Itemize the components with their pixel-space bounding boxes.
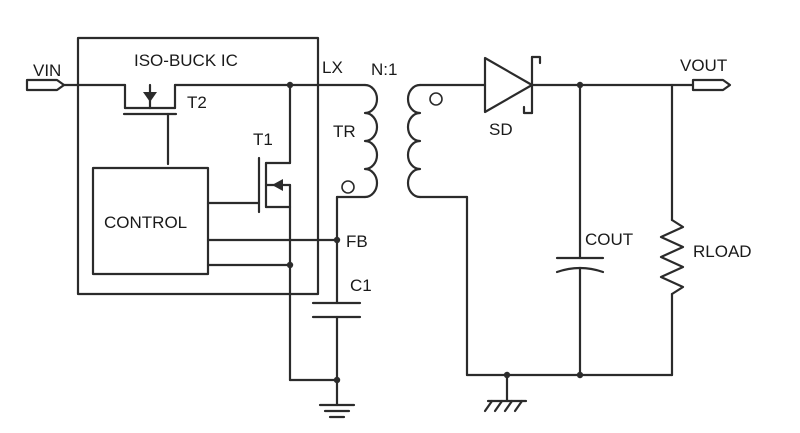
cout-bottom-junction-dot	[576, 371, 584, 379]
cout-capacitor	[555, 83, 605, 377]
t2-mosfet	[122, 83, 178, 166]
ic-boundary	[76, 36, 320, 296]
rload-label: RLOAD	[693, 242, 752, 261]
primary-ground-symbol	[318, 403, 356, 419]
t2-label: T2	[187, 93, 207, 112]
vout-terminal	[691, 78, 732, 92]
sd-label: SD	[489, 120, 513, 139]
transformer-secondary	[406, 83, 422, 199]
tr-label: TR	[333, 122, 356, 141]
cout-label: COUT	[585, 230, 633, 249]
control-label: CONTROL	[104, 213, 187, 232]
secondary-polarity-dot	[429, 92, 443, 106]
c1-capacitor	[311, 301, 362, 407]
transformer-primary	[363, 83, 379, 199]
t1-mosfet	[257, 83, 292, 382]
primary-gnd-junction-dot	[333, 376, 341, 384]
primary-polarity-dot	[341, 180, 355, 194]
gnd-sense-junction-dot	[286, 261, 294, 269]
vin-label: VIN	[33, 61, 61, 80]
t1-label: T1	[253, 130, 273, 149]
control-block	[91, 166, 210, 276]
fb-junction-dot	[333, 236, 341, 244]
ic-title-label: ISO-BUCK IC	[134, 51, 238, 70]
rload-resistor	[659, 83, 685, 377]
fb-label: FB	[346, 232, 368, 251]
lx-label: LX	[322, 58, 343, 77]
ratio-label: N:1	[371, 60, 397, 79]
vout-label: VOUT	[680, 56, 727, 75]
secondary-ground-symbol	[483, 373, 528, 413]
c1-label: C1	[350, 276, 372, 295]
vin-terminal	[25, 78, 66, 92]
